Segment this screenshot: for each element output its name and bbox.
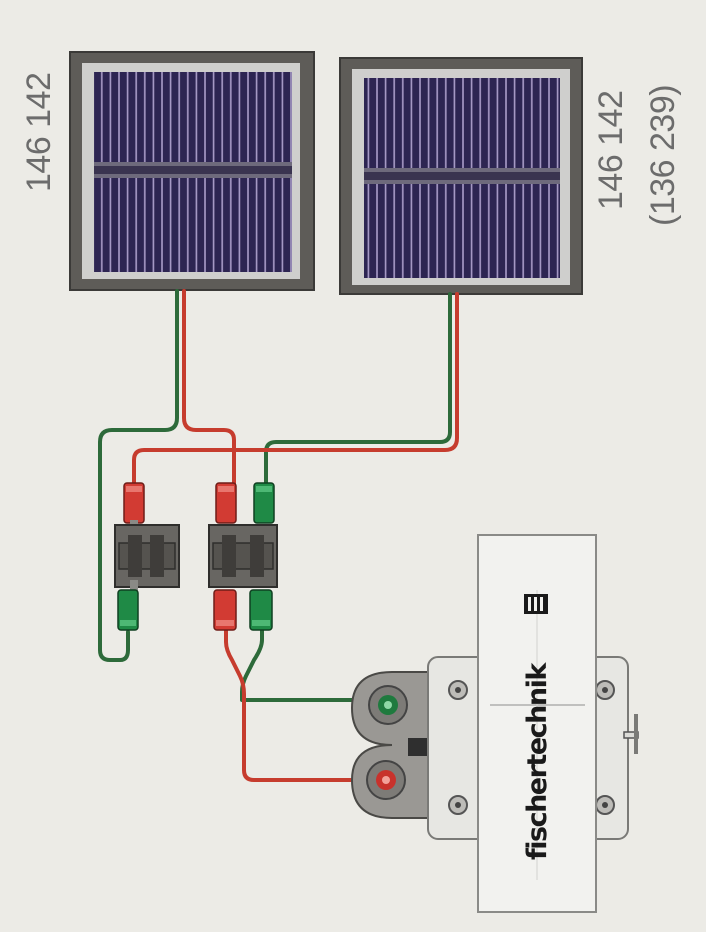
panel-1-part-number: 146 142 xyxy=(20,72,58,192)
panel-2-part-number: 146 142 xyxy=(592,90,630,210)
motor-brand-logo: fischertechnik xyxy=(522,594,553,860)
motor: fischertechnik xyxy=(350,534,639,913)
solar-panel-2 xyxy=(339,57,583,295)
wire-red-panel1 xyxy=(182,289,236,487)
solar-panel-1 xyxy=(69,51,315,291)
svg-text:fischertechnik: fischertechnik xyxy=(522,662,553,860)
connector-left xyxy=(114,482,180,631)
connector-middle xyxy=(208,482,278,631)
wire-green-panel2 xyxy=(264,292,452,487)
wire-red-motor xyxy=(224,628,386,782)
wire-green-panel1 xyxy=(98,289,179,662)
wiring xyxy=(98,289,459,782)
panel-2-alt-part-number: (136 239) xyxy=(644,84,682,226)
wire-red-panel2 xyxy=(132,292,459,487)
